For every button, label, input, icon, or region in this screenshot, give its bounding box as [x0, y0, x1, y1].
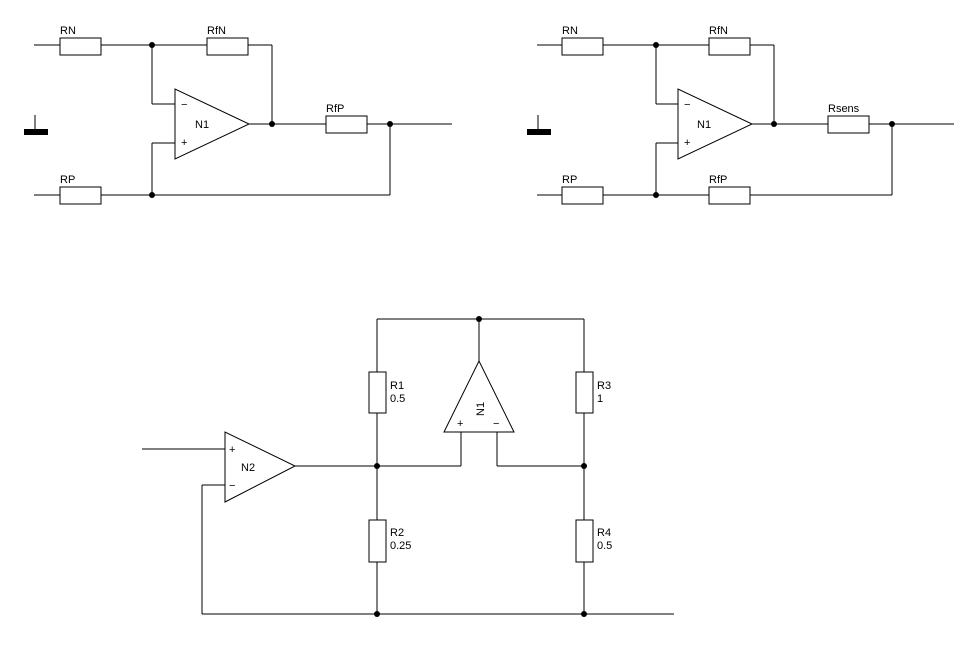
circuit-c: N2 + − N1 + − R1 0.5 R2 0.25 R3 1 R4 0.5	[142, 316, 674, 617]
junction-dot	[889, 121, 895, 127]
opamp-n1	[443, 359, 515, 433]
label-rn: RN	[562, 25, 578, 37]
junction-dot	[771, 121, 777, 127]
label-minus: −	[684, 99, 690, 111]
label-rfp: RfP	[709, 174, 727, 186]
junction-dot	[653, 192, 659, 198]
label-rfp: RfP	[326, 103, 344, 115]
label-rfn: RfN	[709, 25, 728, 37]
label-rn: RN	[60, 25, 76, 37]
junction-dot	[581, 611, 587, 617]
resistor-r1	[368, 371, 387, 414]
resistor-rfn	[708, 37, 751, 56]
label-plus: +	[684, 137, 690, 149]
label-n2: N2	[241, 462, 255, 474]
ground-icon	[24, 129, 48, 135]
opamp-n2	[224, 431, 297, 503]
resistor-rn	[561, 37, 604, 56]
label-r1-value: 0.5	[390, 393, 405, 405]
ground-icon	[527, 129, 551, 135]
label-minus: −	[181, 99, 187, 111]
opamp-n1	[677, 88, 754, 160]
label-r3-value: 1	[597, 393, 603, 405]
circuit-b: RN RfN Rsens RP RfP N1 − +	[527, 25, 954, 205]
resistor-rfp	[325, 115, 368, 134]
label-opamp: N1	[195, 119, 209, 131]
label-rfn: RfN	[207, 25, 226, 37]
resistor-rp	[59, 186, 102, 205]
label-rp: RP	[562, 174, 577, 186]
label-r4-name: R4	[597, 527, 611, 539]
junction-dot	[269, 121, 275, 127]
label-n2-minus: −	[229, 480, 235, 492]
junction-dot	[476, 316, 482, 322]
label-rsens: Rsens	[828, 103, 860, 115]
junction-dot	[581, 463, 587, 469]
label-r1-name: R1	[390, 380, 404, 392]
label-n2-plus: +	[229, 444, 235, 456]
label-n1-plus: +	[457, 418, 463, 430]
resistor-r3	[575, 371, 594, 414]
resistor-rsens	[827, 115, 870, 134]
label-r2-name: R2	[390, 527, 404, 539]
label-r3-name: R3	[597, 380, 611, 392]
resistor-rfp	[708, 186, 751, 205]
junction-dot	[149, 192, 155, 198]
label-r4-value: 0.5	[597, 540, 612, 552]
label-opamp: N1	[697, 119, 711, 131]
label-n1-minus: −	[493, 418, 499, 430]
junction-dot	[653, 42, 659, 48]
resistor-rp	[561, 186, 604, 205]
junction-dot	[374, 611, 380, 617]
junction-dot	[387, 121, 393, 127]
resistor-r2	[368, 519, 387, 563]
resistor-rfn	[206, 37, 249, 56]
resistor-r4	[575, 519, 594, 563]
resistor-rn	[59, 37, 102, 56]
circuit-a: RN RfN RfP RP N1 − +	[24, 25, 452, 205]
label-plus: +	[181, 137, 187, 149]
junction-dot	[149, 42, 155, 48]
label-r2-value: 0.25	[390, 540, 411, 552]
junction-dot	[374, 463, 380, 469]
opamp-n1	[174, 88, 251, 160]
label-rp: RP	[60, 174, 75, 186]
label-n1: N1	[475, 402, 487, 416]
